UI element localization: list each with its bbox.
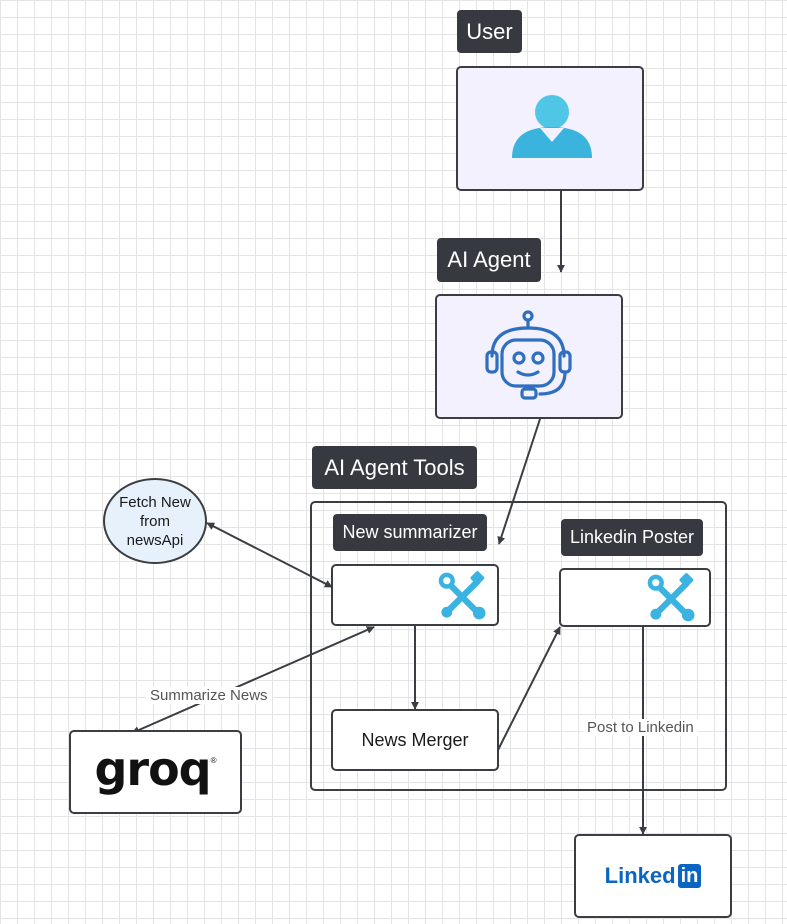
fetch-news-line-1: Fetch New [119, 493, 191, 511]
linkedin-poster-node[interactable] [559, 568, 711, 627]
ai-agent-node[interactable] [435, 294, 623, 419]
groq-bidirectional-arrow [131, 626, 375, 734]
summarize-news-label: Summarize News [146, 687, 272, 704]
summarizer-node[interactable] [331, 564, 499, 626]
fetch-news-line-2: from [140, 512, 170, 530]
news-merger-label: News Merger [361, 729, 469, 750]
fetch-news-node[interactable]: Fetch New from newsApi [103, 478, 207, 564]
agent-to-summarizer-arrow [497, 418, 541, 545]
ai-agent-tools-group [310, 501, 727, 791]
ai-agent-title: AI Agent [437, 238, 541, 282]
summarizer-title: New summarizer [333, 514, 487, 551]
registered-mark-icon: ® [210, 756, 217, 765]
news-merger-node[interactable]: News Merger [331, 709, 499, 771]
ai-agent-tools-title: AI Agent Tools [312, 446, 477, 489]
linkedin-logo-text: Linked [604, 863, 676, 888]
linkedin-node[interactable]: Linked in [574, 834, 732, 918]
tools-icon [438, 571, 486, 620]
person-icon [512, 95, 592, 158]
merger-to-linkedin-poster-arrow [497, 626, 561, 751]
user-node[interactable] [456, 66, 644, 191]
user-title: User [457, 10, 522, 53]
groq-logo: groq [94, 742, 211, 796]
linkedin-poster-title: Linkedin Poster [561, 519, 703, 556]
post-to-linkedin-label: Post to Linkedin [583, 719, 698, 736]
fetch-news-line-3: newsApi [126, 531, 184, 549]
groq-node[interactable]: groq ® [69, 730, 242, 814]
linkedin-logo-badge: in [677, 864, 702, 888]
robot-icon [485, 310, 572, 400]
tools-icon [647, 573, 695, 622]
